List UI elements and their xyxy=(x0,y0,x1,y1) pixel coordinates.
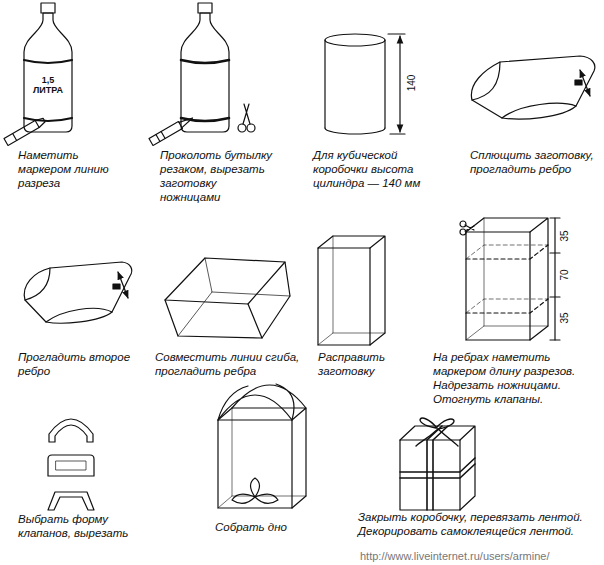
step-caption: Наметить маркером линию разреза xyxy=(18,148,128,190)
box-cut-marks xyxy=(460,218,560,340)
dimension: 35 xyxy=(559,230,570,241)
dimension: 35 xyxy=(559,312,570,323)
cylinder xyxy=(325,34,405,134)
dimension: 70 xyxy=(559,269,570,280)
scissors xyxy=(238,104,255,132)
bottle xyxy=(149,3,229,145)
step-caption: Проколоть бутылку резаком, вырезать заго… xyxy=(160,148,275,204)
flattened-tube xyxy=(471,56,594,119)
step-caption: Прогладить второе ребро xyxy=(18,350,138,378)
flap-shapes xyxy=(48,419,94,510)
step-caption: Для кубической коробочки высота цилиндра… xyxy=(313,148,438,190)
step-caption: На ребрах наметить маркером длину разрез… xyxy=(433,350,601,406)
flattened-tube xyxy=(24,262,131,323)
bottle xyxy=(4,3,72,145)
step-caption: Закрыть коробочку, перевязать лентой. Де… xyxy=(358,510,598,538)
step-caption: Совместить линии сгиба, прогладить ребра xyxy=(155,350,305,378)
step-caption: Собрать дно xyxy=(215,520,325,534)
gift-box xyxy=(400,418,475,510)
watermark: http://www.liveinternet.ru/users/armine/ xyxy=(360,549,550,563)
bottle-label: 1,5 ЛИТРА xyxy=(29,75,67,95)
step-caption: Выбрать форму клапанов, вырезать xyxy=(18,512,148,540)
box-assembled xyxy=(218,384,306,508)
box-blank xyxy=(318,236,385,345)
dimension: 140 xyxy=(406,75,417,92)
step-caption: Сплющить заготовку, прогладить ребро xyxy=(470,148,600,176)
prism xyxy=(165,258,290,338)
step-caption: Расправить заготовку xyxy=(318,350,403,378)
